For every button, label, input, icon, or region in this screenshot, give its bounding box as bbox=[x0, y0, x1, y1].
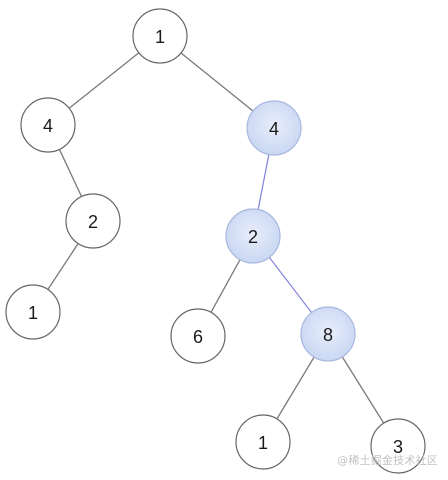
edge-n3-n6 bbox=[257, 154, 270, 210]
node-circle bbox=[300, 306, 356, 362]
tree-node-n5: 1 bbox=[5, 284, 61, 340]
node-label: 1 bbox=[28, 303, 38, 323]
node-circle bbox=[170, 308, 226, 364]
edge-n1-n3 bbox=[180, 52, 254, 112]
node-circle bbox=[235, 414, 291, 470]
tree-node-n1: 1 bbox=[132, 8, 188, 64]
node-circle bbox=[225, 208, 281, 264]
edge-n6-n8 bbox=[268, 257, 313, 313]
node-circle bbox=[20, 97, 76, 153]
node-circle bbox=[65, 193, 121, 249]
node-circle bbox=[132, 8, 188, 64]
edge-n4-n5 bbox=[47, 243, 79, 290]
node-label: 4 bbox=[269, 119, 279, 139]
node-label: 6 bbox=[193, 327, 203, 347]
edge-n8-n9 bbox=[276, 356, 315, 420]
tree-node-n4: 2 bbox=[65, 193, 121, 249]
node-circle bbox=[5, 284, 61, 340]
tree-node-n7: 6 bbox=[170, 308, 226, 364]
tree-node-n8: 8 bbox=[300, 306, 356, 362]
edge-n6-n7 bbox=[210, 259, 241, 313]
node-circle bbox=[246, 100, 302, 156]
tree-node-n3: 4 bbox=[246, 100, 302, 156]
tree-node-n10: 3 bbox=[370, 418, 426, 474]
node-label: 8 bbox=[323, 325, 333, 345]
node-label: 1 bbox=[155, 27, 165, 47]
edge-n1-n2 bbox=[68, 52, 140, 109]
tree-node-n2: 4 bbox=[20, 97, 76, 153]
node-label: 1 bbox=[258, 433, 268, 453]
tree-node-n9: 1 bbox=[235, 414, 291, 470]
edge-n2-n4 bbox=[58, 149, 83, 197]
tree-nodes: 1 4 4 2 1 2 6 8 1 3 bbox=[5, 8, 426, 474]
node-label: 2 bbox=[88, 212, 98, 232]
node-circle bbox=[370, 418, 426, 474]
tree-edges bbox=[47, 52, 385, 424]
edge-n8-n10 bbox=[341, 356, 385, 424]
tree-node-n6: 2 bbox=[225, 208, 281, 264]
watermark-text: @稀土掘金技术社区 bbox=[337, 454, 438, 467]
node-label: 4 bbox=[43, 116, 53, 136]
node-label: 2 bbox=[248, 227, 258, 247]
node-label: 3 bbox=[393, 437, 403, 457]
